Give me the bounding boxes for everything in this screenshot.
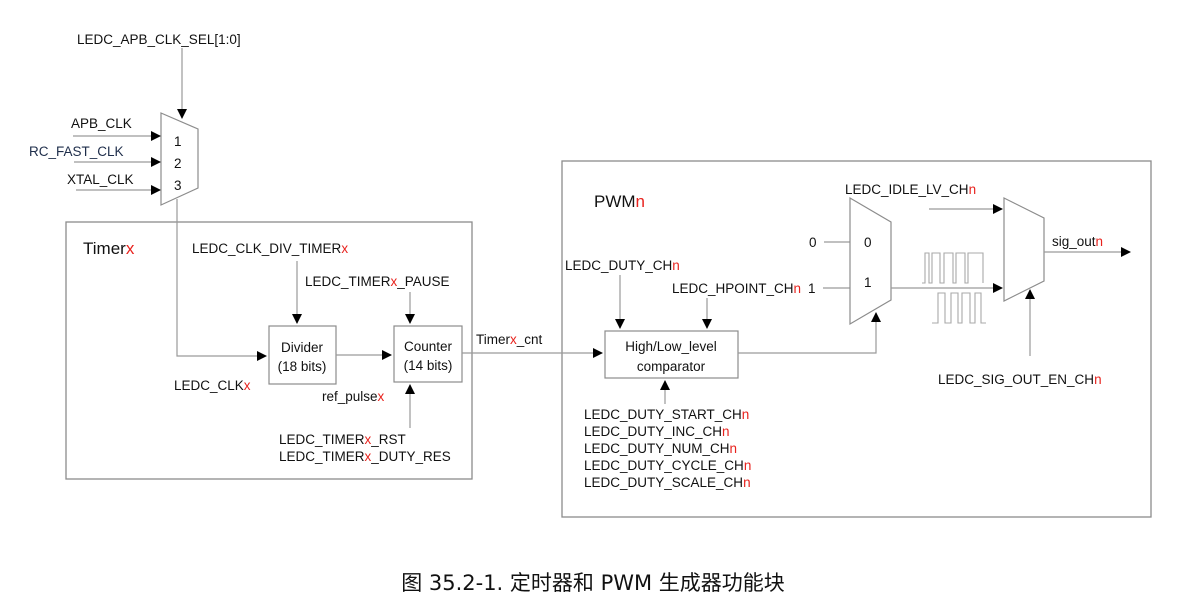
pwm-waveform-bottom	[932, 292, 986, 324]
duty-param: LEDC_DUTY_CYCLE_CHn	[584, 458, 751, 473]
duty-param: LEDC_DUTY_SCALE_CHn	[584, 475, 751, 490]
clock-mux	[160, 112, 199, 206]
output-mux	[1003, 197, 1045, 302]
duty-param: LEDC_DUTY_NUM_CHn	[584, 441, 737, 456]
figure-caption: 图 35.2-1. 定时器和 PWM 生成器功能块	[401, 571, 785, 595]
duty-param: LEDC_DUTY_START_CHn	[584, 407, 749, 422]
rc-fast-clk-label: RC_FAST_CLK	[29, 144, 124, 159]
mux-in0-value: 0	[809, 235, 817, 250]
duty-ch-label: LEDC_DUTY_CHn	[565, 258, 680, 273]
mux-port-3: 3	[174, 178, 182, 193]
divider-line1: Divider	[281, 340, 324, 355]
comparator-line1: High/Low_level	[625, 339, 717, 354]
clk-div-timer-label: LEDC_CLK_DIV_TIMERx	[192, 241, 348, 256]
counter-block	[393, 325, 463, 383]
pwm-mux-port0: 0	[864, 235, 872, 250]
mux-port-2: 2	[174, 156, 182, 171]
counter-line2: (14 bits)	[404, 358, 453, 373]
ref-pulse-label: ref_pulsex	[322, 389, 385, 404]
comparator-block	[604, 330, 739, 379]
pwm-mux	[849, 196, 892, 326]
hpoint-ch-label: LEDC_HPOINT_CHn	[672, 281, 801, 296]
timer-rst-label: LEDC_TIMERx_RST	[279, 432, 406, 447]
duty-param: LEDC_DUTY_INC_CHn	[584, 424, 730, 439]
divider-line2: (18 bits)	[278, 359, 327, 374]
duty-params-list: LEDC_DUTY_START_CHn LEDC_DUTY_INC_CHn LE…	[584, 407, 751, 490]
divider-block	[268, 325, 337, 385]
pwm-mux-port1: 1	[864, 275, 872, 290]
comparator-line2: comparator	[637, 359, 706, 374]
idle-lv-label: LEDC_IDLE_LV_CHn	[845, 182, 976, 197]
sig-out-en-label: LEDC_SIG_OUT_EN_CHn	[938, 372, 1102, 387]
apb-clk-label: APB_CLK	[71, 116, 132, 131]
mux-in1-value: 1	[808, 281, 816, 296]
timer-frame	[65, 221, 473, 480]
pwm-waveform-top	[922, 252, 984, 284]
ledc-clk-label: LEDC_CLKx	[174, 378, 251, 393]
timer-duty-res-label: LEDC_TIMERx_DUTY_RES	[279, 449, 451, 464]
timer-pause-label: LEDC_TIMERx_PAUSE	[305, 274, 450, 289]
pwm-title: PWMn	[594, 192, 645, 211]
sig-out-label: sig_outn	[1052, 234, 1103, 249]
clk-sel-label: LEDC_APB_CLK_SEL[1:0]	[77, 32, 241, 47]
timer-cnt-label: Timerx_cnt	[476, 332, 543, 347]
xtal-clk-label: XTAL_CLK	[67, 172, 134, 187]
counter-line1: Counter	[404, 339, 453, 354]
ledc-clk-wire	[176, 199, 267, 361]
pwm-frame	[561, 160, 1152, 518]
mux-port-1: 1	[174, 134, 182, 149]
comparator-out-wire	[738, 312, 881, 354]
timer-title: Timerx	[83, 239, 135, 258]
